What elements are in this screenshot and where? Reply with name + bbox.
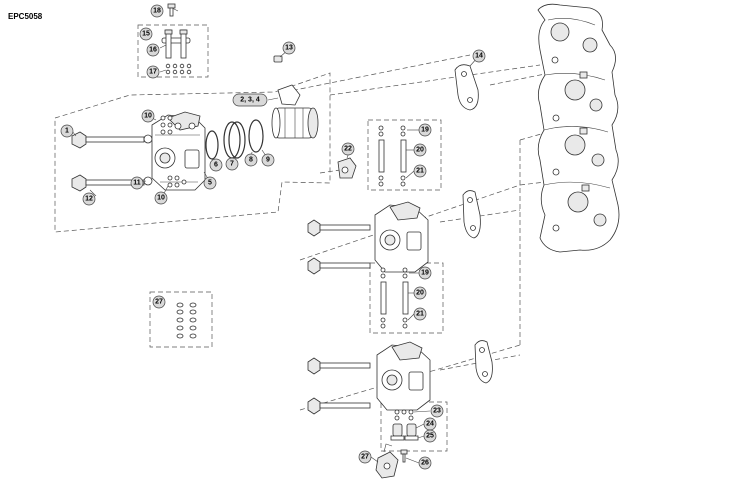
svg-text:21: 21 bbox=[416, 311, 424, 318]
gasket-middle bbox=[462, 190, 481, 239]
callout-15: 15 bbox=[139, 27, 153, 41]
svg-text:22: 22 bbox=[344, 146, 352, 153]
svg-text:5: 5 bbox=[208, 180, 212, 187]
svg-text:19: 19 bbox=[421, 127, 429, 134]
callout-2-3-4: 2, 3, 4 bbox=[232, 93, 268, 107]
callout-7: 7 bbox=[225, 157, 239, 171]
svg-text:20: 20 bbox=[416, 147, 424, 154]
callout-1: 1 bbox=[60, 124, 74, 138]
fittings-15-17 bbox=[161, 29, 192, 75]
tubes-lower bbox=[380, 267, 409, 329]
svg-text:17: 17 bbox=[149, 69, 157, 76]
callout-20a: 20 bbox=[413, 143, 427, 157]
tubes-upper bbox=[378, 125, 407, 187]
svg-text:21: 21 bbox=[416, 168, 424, 175]
sensor-assembly-27 bbox=[375, 443, 399, 479]
svg-text:11: 11 bbox=[133, 180, 141, 187]
svg-text:15: 15 bbox=[142, 31, 150, 38]
group-box-fittings-15-17 bbox=[137, 24, 209, 78]
callout-23: 23 bbox=[430, 404, 444, 418]
svg-text:27: 27 bbox=[361, 454, 369, 461]
svg-text:16: 16 bbox=[149, 47, 157, 54]
pump-body-middle bbox=[374, 201, 429, 273]
group-box-kit-27 bbox=[149, 291, 213, 348]
sensor-22 bbox=[337, 157, 357, 179]
svg-text:6: 6 bbox=[214, 162, 218, 169]
svg-text:8: 8 bbox=[249, 157, 253, 164]
svg-text:20: 20 bbox=[416, 290, 424, 297]
group-box-main-pump bbox=[54, 72, 331, 233]
screw-26 bbox=[400, 449, 408, 463]
bolts-lower-pump bbox=[307, 357, 371, 415]
callout-5: 5 bbox=[203, 176, 217, 190]
callout-10a: 10 bbox=[141, 109, 155, 123]
bolt-1 bbox=[71, 131, 145, 149]
plug-13 bbox=[273, 55, 283, 63]
figure-ref-id: EPC5058 bbox=[8, 12, 43, 21]
svg-text:1: 1 bbox=[65, 128, 69, 135]
pump-body-lower bbox=[376, 341, 431, 411]
svg-text:19: 19 bbox=[421, 270, 429, 277]
callout-11: 11 bbox=[130, 176, 144, 190]
callout-21a: 21 bbox=[413, 164, 427, 178]
group-box-tubes-upper bbox=[367, 119, 442, 191]
seal-kit-27 bbox=[176, 302, 197, 339]
callout-24: 24 bbox=[423, 417, 437, 431]
svg-text:26: 26 bbox=[421, 460, 429, 467]
callout-26: 26 bbox=[418, 456, 432, 470]
callout-27b: 27 bbox=[358, 450, 372, 464]
callout-20b: 20 bbox=[413, 286, 427, 300]
svg-text:12: 12 bbox=[85, 196, 93, 203]
gasket-lower bbox=[474, 340, 493, 384]
svg-text:24: 24 bbox=[426, 421, 434, 428]
gasket-14 bbox=[454, 64, 479, 111]
small-washers-lower bbox=[167, 175, 187, 188]
svg-text:25: 25 bbox=[426, 433, 434, 440]
bolts-middle-pump bbox=[307, 219, 371, 275]
callout-18: 18 bbox=[150, 4, 164, 18]
plunger-cartridge-2-4 bbox=[271, 84, 319, 139]
callout-12: 12 bbox=[82, 192, 96, 206]
small-washers-upper bbox=[160, 115, 173, 135]
callout-13: 13 bbox=[282, 41, 296, 55]
pump-body-main bbox=[151, 111, 206, 191]
callout-27a: 27 bbox=[152, 295, 166, 309]
bolt-12 bbox=[71, 174, 145, 192]
svg-text:7: 7 bbox=[230, 161, 234, 168]
svg-text:9: 9 bbox=[266, 157, 270, 164]
svg-text:13: 13 bbox=[285, 45, 293, 52]
callout-25: 25 bbox=[423, 429, 437, 443]
callout-19a: 19 bbox=[418, 123, 432, 137]
callout-16: 16 bbox=[146, 43, 160, 57]
orings-6-9 bbox=[205, 119, 264, 160]
washers-10-11 bbox=[143, 134, 153, 186]
cylinder-head-block bbox=[537, 3, 620, 253]
callout-21b: 21 bbox=[413, 307, 427, 321]
screw-18 bbox=[167, 3, 176, 17]
svg-text:10: 10 bbox=[157, 195, 165, 202]
callout-10b: 10 bbox=[154, 191, 168, 205]
callout-9: 9 bbox=[261, 153, 275, 167]
svg-text:27: 27 bbox=[155, 299, 163, 306]
callout-22: 22 bbox=[341, 142, 355, 156]
svg-text:14: 14 bbox=[475, 53, 483, 60]
callout-17: 17 bbox=[146, 65, 160, 79]
callout-6: 6 bbox=[209, 158, 223, 172]
svg-text:10: 10 bbox=[144, 113, 152, 120]
callout-19b: 19 bbox=[418, 266, 432, 280]
callout-14: 14 bbox=[472, 49, 486, 63]
svg-text:18: 18 bbox=[153, 8, 161, 15]
valves-23-25 bbox=[390, 409, 419, 441]
svg-text:2, 3, 4: 2, 3, 4 bbox=[240, 97, 260, 104]
callout-8: 8 bbox=[244, 153, 258, 167]
svg-text:23: 23 bbox=[433, 408, 441, 415]
